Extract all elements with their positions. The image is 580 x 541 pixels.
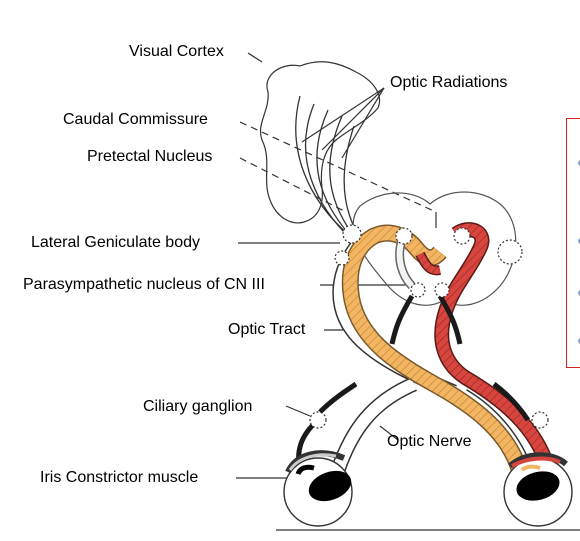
visual-cortex-outline <box>260 61 381 224</box>
label-caudal-commissure: Caudal Commissure <box>63 111 208 128</box>
brainstem-outline <box>352 191 517 306</box>
nuclei <box>309 224 549 429</box>
label-optic-tract: Optic Tract <box>228 321 306 338</box>
info-box-text-fragment <box>578 338 580 344</box>
info-box-edge <box>566 118 580 368</box>
label-iris-constrictor-muscle: Iris Constrictor muscle <box>40 469 199 486</box>
leader-lines <box>236 52 437 479</box>
left-eye <box>283 450 353 527</box>
label-ciliary-ganglion: Ciliary ganglion <box>143 398 253 415</box>
label-visual-cortex: Visual Cortex <box>129 43 224 60</box>
info-box-text-fragment <box>578 238 580 244</box>
label-optic-radiations: Optic Radiations <box>390 74 508 91</box>
label-lateral-geniculate-body: Lateral Geniculate body <box>31 234 200 251</box>
right-eye <box>503 452 573 527</box>
info-box-text-fragment <box>578 160 580 166</box>
label-pretectal-nucleus: Pretectal Nucleus <box>87 148 213 165</box>
label-parasympathetic-nucleus: Parasympathetic nucleus of CN III <box>23 276 265 293</box>
info-box-text-fragment <box>578 290 580 296</box>
label-optic-nerve: Optic Nerve <box>387 433 472 450</box>
